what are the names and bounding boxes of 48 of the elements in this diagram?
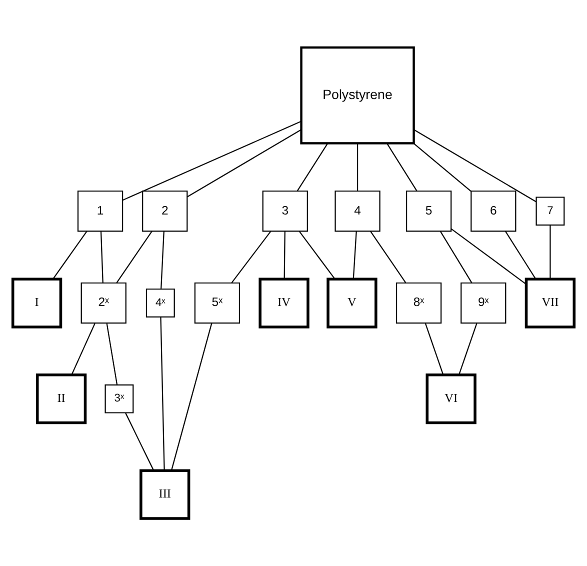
node-box: 8ˣ: [396, 282, 442, 324]
connector: [356, 143, 358, 192]
node-box: Polystyrene: [300, 46, 415, 144]
connector: [122, 120, 302, 201]
node-box: VI: [426, 373, 476, 424]
node-box: III: [140, 469, 190, 520]
connector: [413, 142, 472, 192]
connector: [440, 231, 472, 284]
connector: [71, 323, 96, 375]
connector: [187, 129, 302, 198]
node-box: 5ˣ: [194, 282, 240, 324]
node-box: 1: [77, 190, 124, 232]
node-box: II: [36, 373, 87, 424]
connector: [386, 143, 418, 192]
connector: [231, 230, 272, 284]
connector: [296, 143, 328, 192]
node-box: 5: [406, 190, 452, 232]
node-box: IV: [258, 278, 310, 328]
node-box: 2: [142, 190, 188, 232]
node-box: 7: [536, 196, 565, 226]
connector: [116, 230, 152, 284]
node-box: 6: [470, 190, 516, 232]
connector: [370, 230, 406, 284]
node-box: 9ˣ: [460, 282, 506, 324]
node-box: 4ˣ: [146, 288, 175, 318]
connector: [100, 231, 104, 283]
connector: [284, 231, 286, 279]
node-box: 3: [262, 190, 308, 232]
node-box: I: [11, 278, 62, 328]
connector: [458, 323, 478, 375]
connector: [504, 231, 536, 280]
node-box: 3ˣ: [104, 384, 134, 414]
connector: [352, 231, 357, 279]
connector: [160, 231, 164, 289]
connector: [160, 317, 165, 471]
connector: [414, 129, 536, 202]
connector: [451, 228, 526, 285]
connector: [52, 230, 88, 280]
connector: [424, 323, 444, 375]
connector: [125, 412, 154, 471]
connector: [170, 323, 212, 471]
node-box: 2ˣ: [80, 282, 126, 324]
node-box: VII: [524, 278, 576, 328]
node-box: V: [326, 278, 378, 328]
connector: [550, 225, 551, 280]
node-box: 4: [334, 190, 380, 232]
connector: [106, 323, 118, 385]
connector: [298, 230, 336, 280]
